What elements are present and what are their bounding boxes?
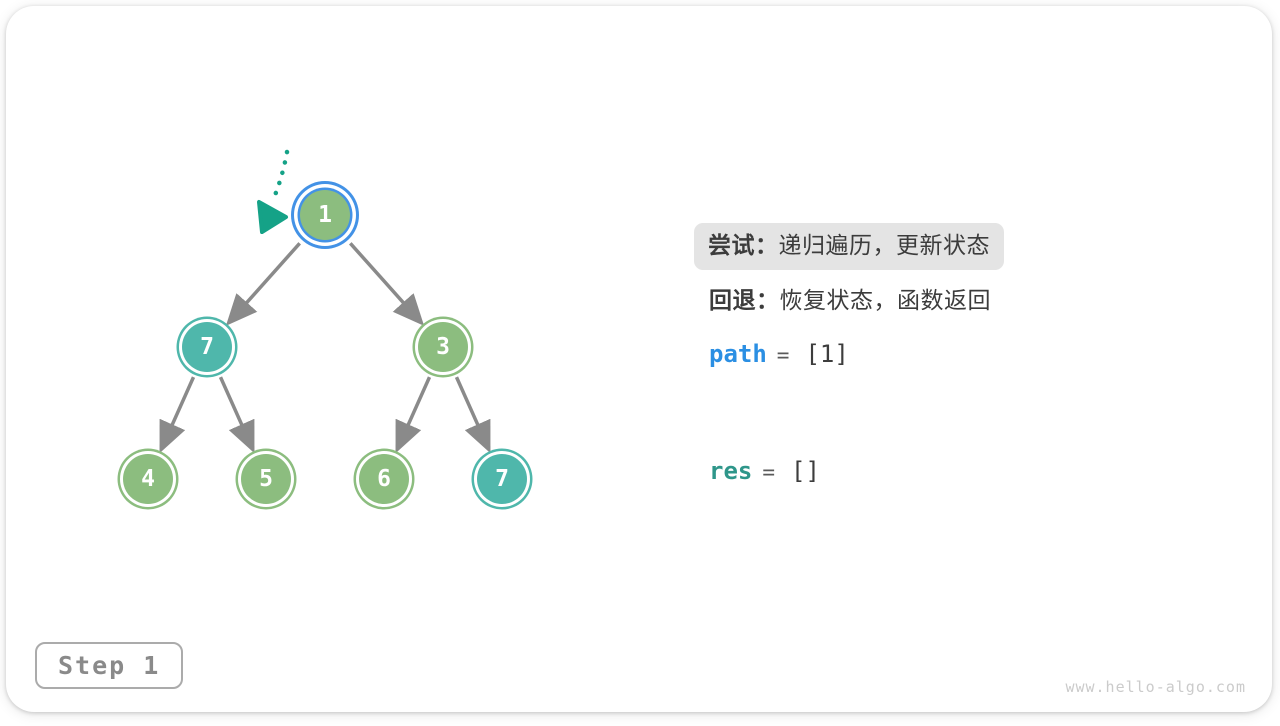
tree-node-label: 7 — [495, 465, 509, 492]
legend-retreat-text: 恢复状态，函数返回 — [779, 288, 991, 314]
variable-res: res = [] — [709, 459, 820, 483]
tree-node-label: 5 — [259, 465, 273, 492]
legend-retreat-label: 回退： — [709, 288, 780, 314]
variable-path: path = [1] — [709, 342, 849, 366]
tree-node-label: 1 — [318, 201, 332, 228]
tree-nodes-layer: 1 7 3 4 5 6 7 — [6, 6, 1280, 726]
legend-try: 尝试：递归遍历，更新状态 — [694, 223, 1004, 271]
tree-node-n5: 5 — [241, 454, 291, 504]
tree-node-label: 4 — [141, 465, 155, 492]
legend-try-text: 递归遍历，更新状态 — [778, 233, 990, 259]
tree-node-n7r: 7 — [477, 454, 527, 504]
legend-try-label: 尝试： — [708, 233, 779, 259]
tree-node-label: 6 — [377, 465, 391, 492]
variable-path-name: path — [709, 340, 767, 368]
equals-sign: = — [776, 343, 790, 367]
tree-node-label: 7 — [200, 333, 214, 360]
watermark: www.hello-algo.com — [1065, 678, 1246, 696]
tree-node-root: 1 — [300, 190, 350, 240]
tree-node-n3: 3 — [418, 322, 468, 372]
tree-node-n4: 4 — [123, 454, 173, 504]
variable-path-value: [1] — [805, 340, 849, 368]
tree-node-n7l: 7 — [182, 322, 232, 372]
legend-retreat: 回退：恢复状态，函数返回 — [709, 288, 991, 314]
equals-sign: = — [762, 460, 776, 484]
tree-node-label: 3 — [436, 333, 450, 360]
tree-node-n6: 6 — [359, 454, 409, 504]
variable-res-name: res — [709, 457, 753, 485]
figure-card: 1 7 3 4 5 6 7 尝试：递归遍历，更新状态 回退：恢复状态，函数返回 path = [… — [6, 6, 1272, 712]
step-badge: Step 1 — [35, 642, 184, 689]
variable-res-value: [] — [791, 457, 820, 485]
